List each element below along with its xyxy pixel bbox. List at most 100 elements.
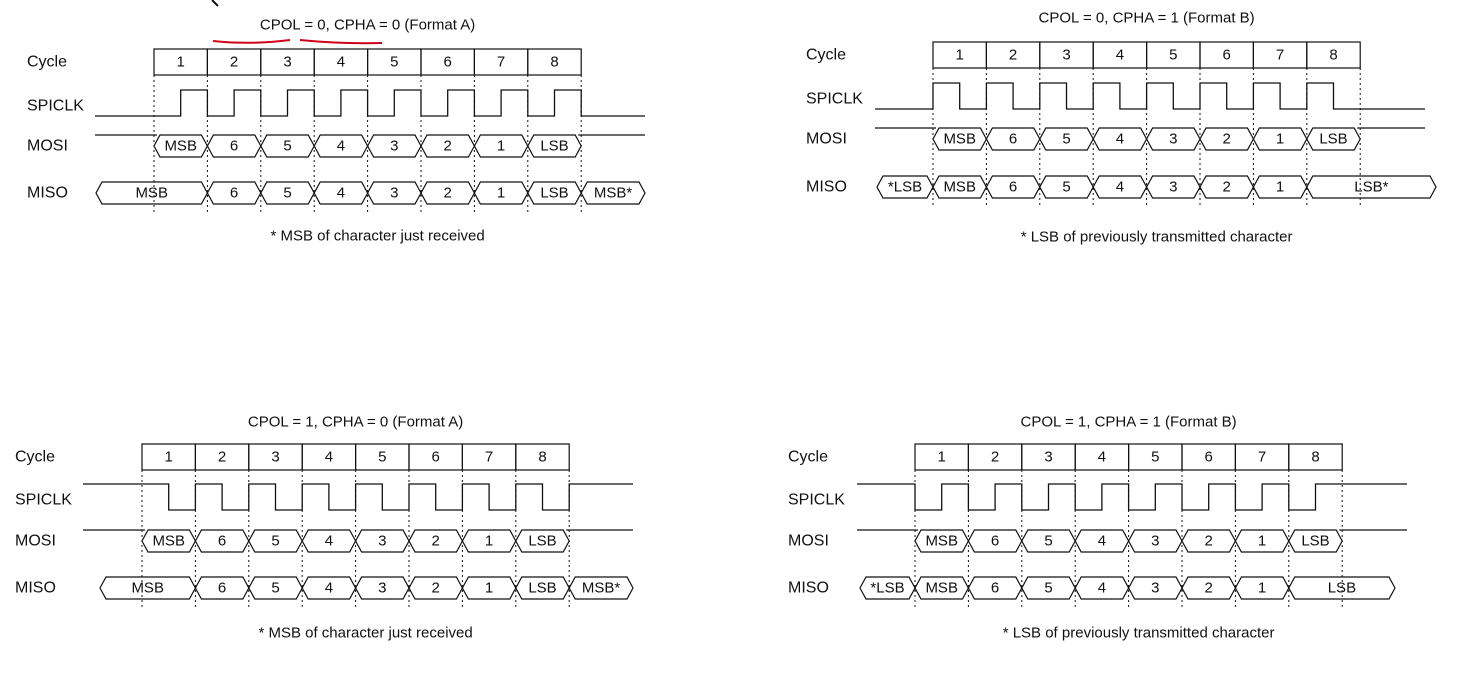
mosi-bit-segment (248, 529, 303, 553)
miso-bit-segment (260, 181, 315, 205)
miso-bit-segment (932, 175, 988, 199)
miso-bit-label: MSB* (594, 185, 633, 202)
spiclk-row-label: SPICLK (788, 492, 845, 509)
cycle-box (1288, 443, 1343, 471)
cycle-number: 5 (1151, 449, 1159, 466)
diagram-footnote: * LSB of previously transmitted characte… (1021, 229, 1293, 246)
mosi-bit-segment (1234, 529, 1290, 553)
spiclk-waveform (95, 89, 645, 117)
miso-bit-segment (985, 175, 1041, 199)
miso-bit-segment (580, 181, 646, 205)
miso-bit-label: 4 (325, 580, 333, 597)
mosi-bit-segment (313, 134, 369, 158)
miso-bit-label: *LSB (870, 580, 904, 597)
cycle-number: 7 (1276, 47, 1284, 64)
mosi-bit-label: 3 (378, 533, 386, 550)
miso-bit-label: 2 (432, 580, 440, 597)
miso-bit-segment (473, 181, 529, 205)
cycle-number: 5 (378, 449, 386, 466)
cycle-number: 3 (1044, 449, 1052, 466)
miso-bit-label: 3 (390, 185, 398, 202)
miso-bit-segment (366, 181, 422, 205)
diagram-footnote: * MSB of character just received (270, 228, 484, 245)
miso-bit-segment (1021, 576, 1076, 600)
mosi-bit-label: 6 (1009, 131, 1017, 148)
cycle-number: 2 (230, 54, 238, 71)
mosi-bit-label: 5 (283, 138, 291, 155)
mosi-bit-label: 6 (218, 533, 226, 550)
mosi-bit-label: 2 (1205, 533, 1213, 550)
miso-bit-segment (1074, 576, 1130, 600)
cycle-number: 3 (1062, 47, 1070, 64)
miso-bit-label: MSB* (582, 580, 621, 597)
diagram-title: CPOL = 1, CPHA = 1 (Format B) (1021, 414, 1237, 431)
mosi-bit-label: 3 (1169, 131, 1177, 148)
mosi-bit-label: 4 (1116, 131, 1124, 148)
cycle-number: 6 (1205, 449, 1213, 466)
mosi-bit-segment (194, 529, 250, 553)
miso-bit-label: 1 (485, 580, 493, 597)
cycle-number: 7 (1258, 449, 1266, 466)
mosi-bit-label: 1 (1276, 131, 1284, 148)
cycle-number: 8 (1311, 449, 1319, 466)
diagram-footnote: * MSB of character just received (258, 625, 472, 642)
mosi-bit-segment (1127, 529, 1183, 553)
mosi-bit-segment (1145, 127, 1201, 151)
spiclk-row-label: SPICLK (27, 98, 84, 115)
miso-bit-segment (568, 576, 634, 600)
diagram-title: CPOL = 0, CPHA = 0 (Format A) (260, 17, 475, 34)
mosi-bit-label: 6 (230, 138, 238, 155)
mosi-bit-segment (153, 134, 209, 158)
mosi-bit-label: 5 (1062, 131, 1070, 148)
cycle-number: 3 (283, 54, 291, 71)
mosi-bit-segment (366, 134, 422, 158)
miso-bit-segment (914, 576, 970, 600)
cycle-number: 3 (271, 449, 279, 466)
miso-bit-label: 3 (1151, 580, 1159, 597)
mosi-bit-segment (408, 529, 464, 553)
miso-bit-segment (1145, 175, 1201, 199)
mosi-bit-label: MSB (925, 533, 958, 550)
mosi-bit-segment (1252, 127, 1308, 151)
spiclk-row-label: SPICLK (806, 91, 863, 108)
cycle-row-label: Cycle (788, 449, 828, 466)
miso-bit-segment (420, 181, 476, 205)
mosi-bit-segment (1181, 529, 1237, 553)
mosi-row-label: MOSI (806, 131, 847, 148)
mosi-bit-segment (141, 529, 197, 553)
cycle-number: 4 (1116, 47, 1124, 64)
cycle-row-label: Cycle (15, 449, 55, 466)
mosi-bit-segment (932, 127, 988, 151)
miso-bit-label: LSB (1328, 580, 1356, 597)
cycle-number: 8 (550, 54, 558, 71)
miso-bit-segment (967, 576, 1023, 600)
miso-bit-label: 4 (337, 185, 345, 202)
miso-bit-segment (95, 181, 209, 205)
miso-bit-label: 4 (1116, 179, 1124, 196)
mosi-bit-segment (1288, 529, 1343, 553)
miso-bit-segment (1092, 175, 1148, 199)
cycle-number: 1 (165, 449, 173, 466)
miso-bit-segment (461, 576, 517, 600)
mosi-bit-label: 3 (1151, 533, 1159, 550)
annotation-underline-cpol (212, 39, 291, 44)
cycle-number: 5 (390, 54, 398, 71)
miso-bit-label: 2 (444, 185, 452, 202)
miso-bit-label: 5 (283, 185, 291, 202)
miso-bit-segment (301, 576, 357, 600)
miso-bit-segment (1181, 576, 1237, 600)
mosi-bit-label: MSB (164, 138, 197, 155)
cycle-number: 5 (1169, 47, 1177, 64)
cycle-number: 6 (432, 449, 440, 466)
miso-bit-label: 6 (218, 580, 226, 597)
miso-bit-segment (1306, 175, 1437, 199)
mosi-bit-label: 2 (444, 138, 452, 155)
mosi-bit-segment (1039, 127, 1094, 151)
mosi-bit-label: 5 (271, 533, 279, 550)
mosi-bit-segment (1021, 529, 1076, 553)
miso-bit-segment (1127, 576, 1183, 600)
mosi-row-label: MOSI (788, 533, 829, 550)
mosi-bit-segment (914, 529, 970, 553)
miso-bit-segment (515, 576, 570, 600)
cycle-number: 2 (218, 449, 226, 466)
